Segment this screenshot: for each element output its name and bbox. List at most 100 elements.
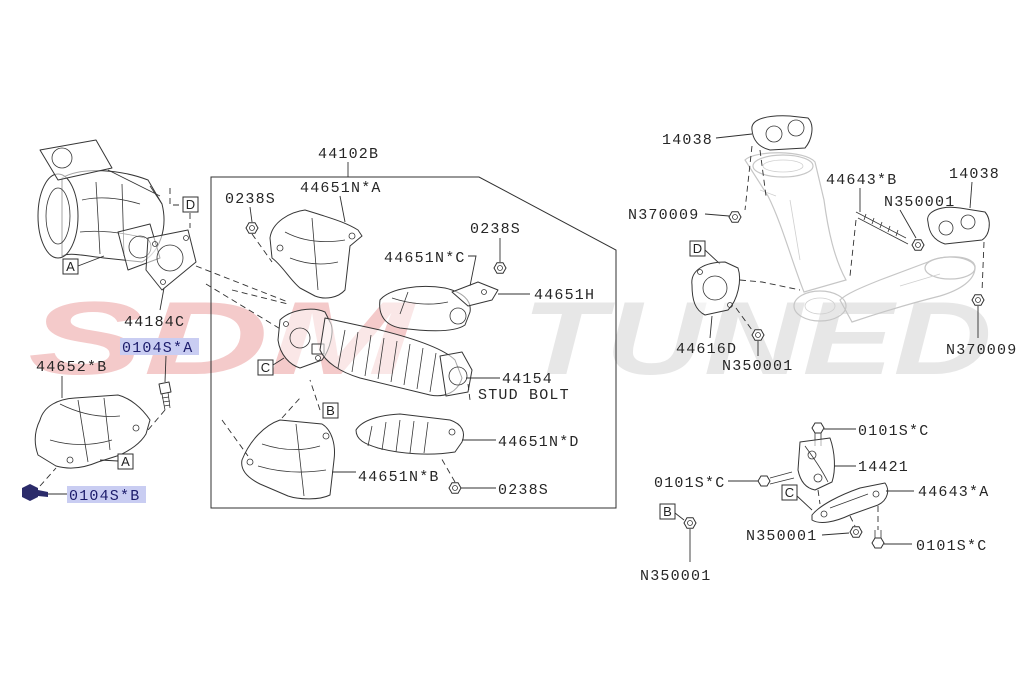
- ref-letter: B: [663, 504, 672, 519]
- bolt-0104s-b-label: 0104S*B: [69, 488, 140, 505]
- dashed-bracket-link: [817, 489, 821, 505]
- nut-n350001-ref-b-label: N350001: [640, 568, 711, 585]
- bolt-0104s-a-label: 0104S*A: [122, 340, 193, 357]
- bolt-0101s-c-bottom-label: 0101S*C: [916, 538, 987, 555]
- nut-0238s-lower-label: 0238S: [498, 482, 549, 499]
- nut-n350001-upper: [911, 239, 925, 251]
- gasket-44616d: [691, 261, 741, 316]
- ref-letter: C: [785, 485, 794, 500]
- bracket-14421-label: 14421: [858, 459, 909, 476]
- nut-n350001-lower-label: N350001: [746, 528, 817, 545]
- dashed-lower-nut: [439, 455, 456, 483]
- bolt-0101s-c-left-label: 0101S*C: [654, 475, 725, 492]
- shield-44651nb-label: 44651N*B: [358, 469, 440, 486]
- ref-box-a-turbo: A: [62, 258, 79, 275]
- heat-shield-44652b-label: 44652*B: [36, 359, 107, 376]
- gasket-14038-left-label: 14038: [662, 132, 713, 149]
- bolt-0101s-c-bottom: [871, 530, 885, 549]
- exhaust-manifold: [277, 308, 473, 397]
- stud-bracket-44643a: [811, 482, 889, 523]
- turbocharger: [37, 139, 165, 271]
- gasket-14038-right-label: 14038: [949, 166, 1000, 183]
- dashed-stud-to-pipe: [849, 219, 857, 277]
- bracket-44651h: [451, 281, 499, 307]
- leader-ref-c-kit: [272, 357, 285, 366]
- leader-n370009-left: [704, 213, 730, 217]
- highlight-0104s-a: [120, 338, 199, 355]
- dashed-turbo-to-manifold: [195, 265, 289, 331]
- gasket-14038-right: [927, 206, 990, 245]
- leader-44651na: [339, 195, 346, 223]
- nut-0238s-lower: [448, 482, 462, 494]
- shield-44651nd-label: 44651N*D: [498, 434, 580, 451]
- leader-ref-a-turbo: [77, 255, 105, 267]
- heat-shield-lower-left: [241, 419, 335, 500]
- leader-44184c: [159, 287, 165, 311]
- leader-14038-right: [969, 181, 973, 209]
- leader-14038-left: [715, 133, 753, 139]
- bolt-0101s-c-top-label: 0101S*C: [858, 423, 929, 440]
- dashed-flange-to-pipe: [735, 279, 801, 331]
- leader-44651nc: [468, 255, 477, 287]
- ref-box-b-bracket: B: [659, 503, 676, 520]
- bracket-14421: [797, 437, 835, 491]
- nut-n370009-left-label: N370009: [628, 207, 699, 224]
- stud-44154-label: 44154: [502, 371, 553, 388]
- front-y-pipe: [744, 152, 976, 323]
- nut-0238s-upper-left-label: 0238S: [225, 191, 276, 208]
- bracket-44651h-label: 44651H: [534, 287, 595, 304]
- ref-letter: D: [186, 197, 195, 212]
- leader-ref-d-pipe: [704, 249, 721, 265]
- nut-n350001-mid-label: N350001: [722, 358, 793, 375]
- bolt-0101s-c-left: [757, 471, 795, 487]
- stud-44643b-label: 44643*B: [826, 172, 897, 189]
- dashed-ref-b-kit: [309, 379, 321, 411]
- dashed-lower-bolt-to-shield: [39, 467, 57, 487]
- turbo-outlet-gasket: [145, 229, 197, 291]
- dashed-bolt-to-shield: [147, 409, 166, 431]
- dashed-lower-left-shield: [221, 397, 301, 457]
- ref-box-d-turbo: D: [182, 196, 199, 213]
- bolt-0104s-b: [22, 484, 48, 501]
- heat-shield-upper: [269, 209, 363, 299]
- dashed-ref-d-turbo: [169, 188, 191, 228]
- leader-ref-a-shield: [99, 459, 119, 462]
- highlight-0104s-b: [67, 486, 146, 503]
- nut-n370009-right-label: N370009: [946, 342, 1017, 359]
- shield-44651na-label: 44651N*A: [300, 180, 382, 197]
- leader-n350001-lower: [821, 532, 850, 536]
- nut-0238s-upper-right-label: 0238S: [470, 221, 521, 238]
- dashed-nut-to-shield: [231, 233, 289, 305]
- turbo-heat-shield: [34, 394, 151, 469]
- kit-44102b-label: 44102B: [318, 146, 379, 163]
- ref-box-c-kit: C: [257, 359, 274, 376]
- bolt-0104s-a: [158, 381, 172, 411]
- gasket-44616d-label: 44616D: [676, 341, 737, 358]
- kit-frame: [210, 176, 617, 509]
- dashed-gasket-left: [744, 145, 767, 211]
- nut-n350001-mid: [751, 329, 765, 341]
- ref-box-c-bracket: C: [781, 484, 798, 501]
- ref-box-b-kit: B: [322, 402, 339, 419]
- nut-n350001-lower: [849, 526, 863, 538]
- ref-box-a-shield: A: [117, 453, 134, 470]
- dashed-gasket-right: [981, 241, 985, 293]
- stud-bolt-caption: STUD BOLT: [478, 387, 570, 404]
- ref-box-d-pipe: D: [689, 240, 706, 257]
- nut-0238s-upper-left: [245, 222, 259, 234]
- gasket-44184c-label: 44184C: [124, 314, 185, 331]
- shield-44651nc-label: 44651N*C: [384, 250, 466, 267]
- stud-bracket-44643a-label: 44643*A: [918, 484, 989, 501]
- nut-n350001-upper-label: N350001: [884, 194, 955, 211]
- ref-letter: C: [261, 360, 270, 375]
- nut-n370009-left: [728, 211, 742, 223]
- stud-44643b: [855, 211, 909, 245]
- leader-0104s-a: [164, 355, 167, 383]
- heat-shield-lower-right: [355, 413, 464, 455]
- dashed-stud-bolt: [467, 383, 471, 401]
- leader-44616d: [709, 315, 713, 339]
- nut-n350001-ref-b: [683, 517, 697, 529]
- ref-letter: B: [326, 403, 335, 418]
- leader-n350001-upper: [899, 209, 917, 239]
